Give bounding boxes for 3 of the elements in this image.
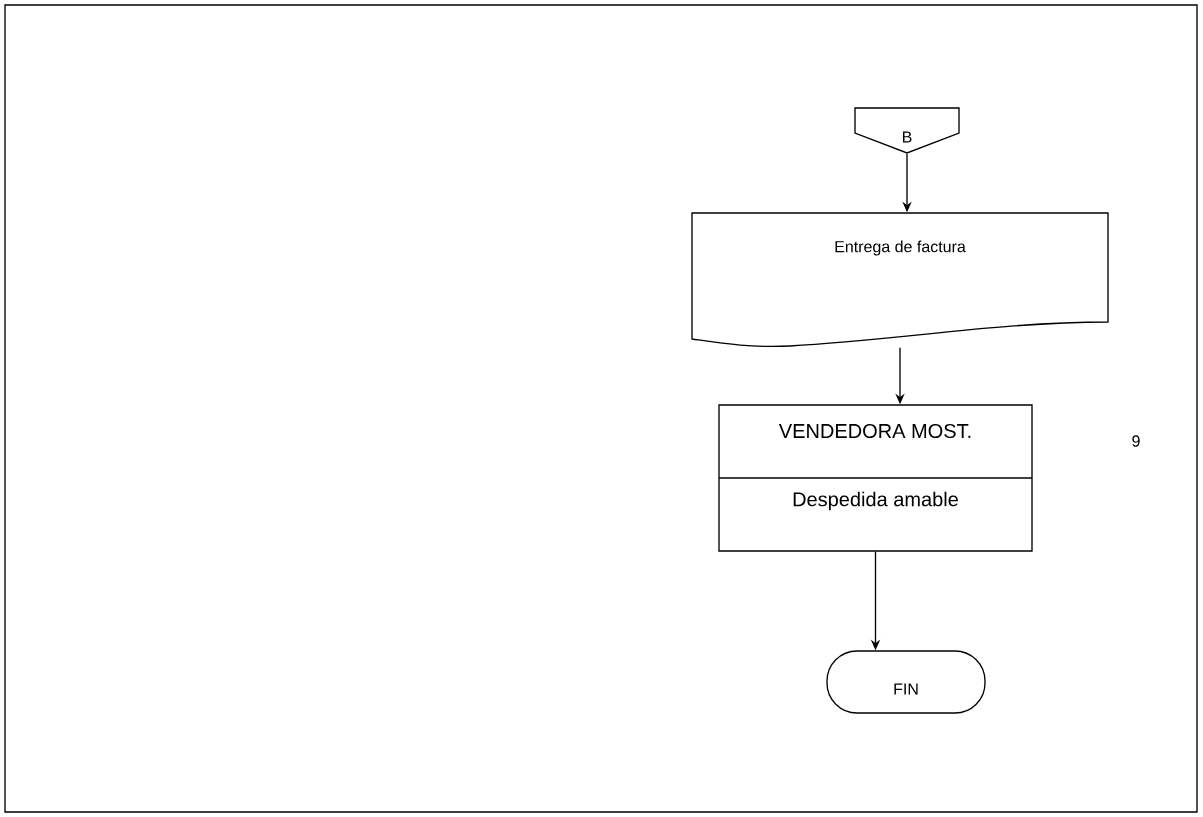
- off-page-connector: B: [854, 107, 960, 154]
- step-number: 9: [1132, 435, 1140, 447]
- process-box: VENDEDORA MOST. Despedida amable: [718, 404, 1033, 552]
